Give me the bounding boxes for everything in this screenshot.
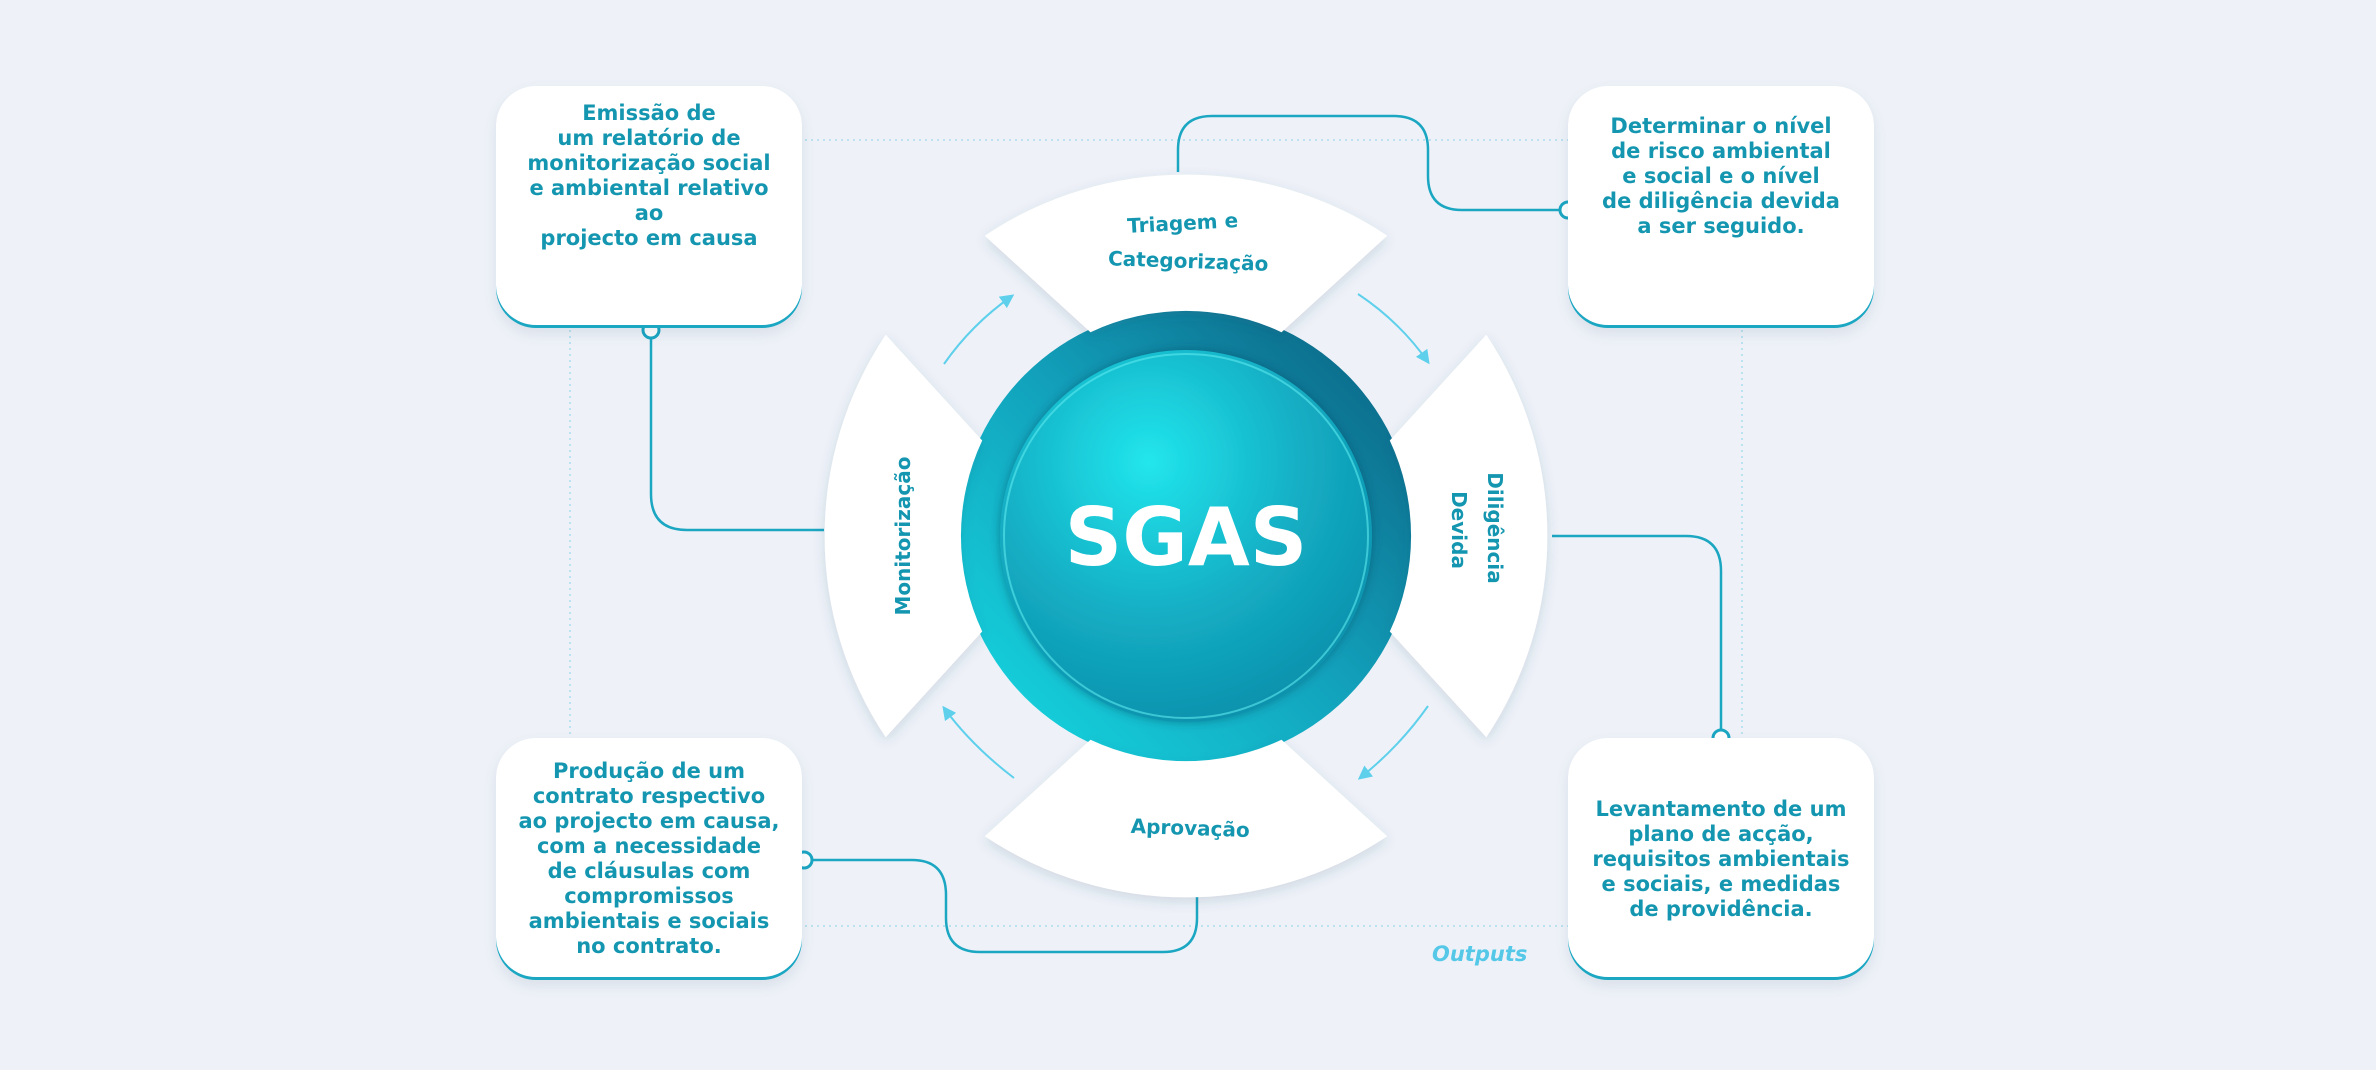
segment-label-right-line2: Devida [1447,491,1471,569]
arrow-top-left [943,294,1015,365]
card-top-right: Determinar o nível de risco ambiental e … [1568,86,1874,328]
outputs-label: Outputs [1432,942,1528,966]
segment-label-top-line2: Categorização [1108,246,1269,276]
core-circle [1000,350,1372,722]
card-bottom-right-text: Levantamento de um plano de acção, requi… [1592,796,1850,921]
segment-label-top-line1: Triagem e [1127,208,1239,238]
arrow-bottom-right [1357,705,1429,780]
connector-right [1552,534,1723,738]
card-bottom-left: Produção de um contrato respectivo ao pr… [496,738,802,980]
card-top-left: Emissão de um relatório de monitorização… [496,86,802,328]
segment-right [1389,334,1548,738]
core-highlight [1003,353,1369,719]
connector-bottom [804,858,1199,954]
segment-label-right-line1: Diligência [1483,472,1507,584]
center-label: SGAS [1065,491,1308,584]
dotted-frame [569,139,1743,927]
segment-left [824,334,983,738]
card-bottom-right: Levantamento de um plano de acção, requi… [1568,738,1874,980]
card-top-right-text: Determinar o nível de risco ambiental e … [1602,113,1840,238]
connector-left [649,330,824,532]
segments [824,174,1548,898]
arrow-bottom-left [942,705,1015,779]
connector-top [1176,114,1568,212]
segment-bottom [984,739,1388,898]
segment-label-left: Monitorização [891,457,915,616]
segment-top [984,174,1388,333]
card-bottom-left-text: Produção de um contrato respectivo ao pr… [518,759,780,958]
card-top-left-text: Emissão de um relatório de monitorização… [527,101,771,250]
cycle-arrows [942,293,1430,780]
arrow-top-right [1357,293,1430,365]
segment-label-bottom: Aprovação [1130,814,1250,842]
